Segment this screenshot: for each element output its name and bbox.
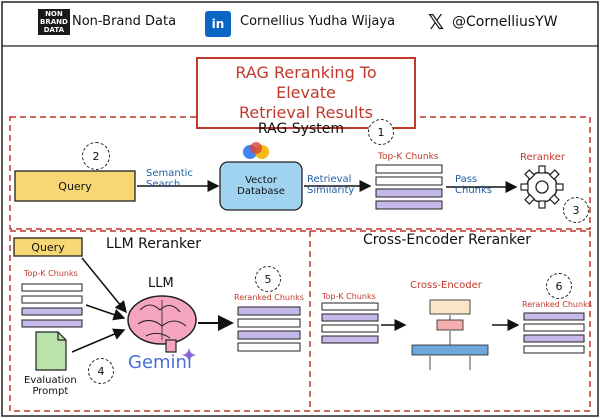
gear-icon [520,165,564,209]
llm-chunk [21,319,83,328]
arrow-prompt-to-llm [71,328,126,353]
label-line: Evaluation [24,375,77,386]
reranker-label: Reranker [520,152,565,163]
llm-query-label: Query [31,240,65,254]
ce-topk-label: Top-K Chunks [322,292,376,301]
db-logo-red [250,142,262,154]
label-line: Chunks [455,185,492,196]
ce-reranked-chunk [523,345,585,354]
llm-chunk [21,295,83,304]
llm-query-box [13,237,83,257]
title-line: Retrieval Results [239,103,373,122]
llm-chunk [21,283,83,292]
ce-bert-block [411,344,489,356]
brain-icon [127,295,197,353]
ce-chunk [321,335,379,344]
x-handle[interactable]: @CornelliusYW [452,14,558,30]
gemini-sparkle-icon [182,348,196,362]
brand-name: Non-Brand Data [72,14,177,29]
llm-reranked-chunk [237,330,301,340]
llm-label: LLM [148,276,174,291]
rag-system-title: RAG System [258,121,344,137]
ce-chunk [321,302,379,311]
step-badge: 4 [88,358,114,384]
rag-chunk [375,200,443,210]
page-title: RAG Reranking To Elevate Retrieval Resul… [196,57,416,129]
ce-chunk [321,324,379,333]
linkedin-name[interactable]: Cornellius Yudha Wijaya [240,14,396,29]
step-badge: 2 [82,142,110,170]
label-line: Search [146,179,181,190]
step-badge: 5 [255,266,281,292]
retrieval-similarity-label: Retrieval Similarity [307,174,354,196]
rag-chunk [375,176,443,186]
ce-top-block [429,299,471,315]
label-line: Pass [455,174,478,185]
llm-reranked-chunk [237,318,301,328]
rag-chunk [375,164,443,174]
label-line: Database [237,186,285,197]
llm-chunk [21,307,83,316]
vector-db-label: Vector Database [220,162,302,210]
vector-db-box [219,161,303,211]
rag-query-box [14,170,136,202]
label-line: Prompt [32,386,69,397]
document-icon [35,331,67,371]
ce-reranked-label: Reranked Chunks [522,300,592,309]
label-line: Semantic [146,168,193,179]
llm-reranked-chunk [237,306,301,316]
linkedin-icon[interactable]: in [205,11,231,37]
semantic-search-label: Semantic Search [146,168,193,190]
label-line: Retrieval [307,174,352,185]
rag-topk-label: Top-K Chunks [378,152,439,162]
lower-section [9,230,591,412]
step-badge: 6 [546,273,572,299]
brand-logo: NON BRAND DATA [38,9,70,35]
logo-line: NON [45,10,63,18]
logo-line: BRAND [40,18,68,26]
llm-reranked-label: Reranked Chunks [234,293,304,302]
ce-mid-block [436,319,464,331]
llm-reranker-title: LLM Reranker [106,236,202,252]
ce-reranked-chunk [523,334,585,343]
arrow-chunks-to-llm [85,304,126,321]
step-badge: 3 [563,197,589,223]
ce-label: Cross-Encoder [410,280,482,291]
step-badge: 1 [368,119,394,145]
title-line: RAG Reranking To Elevate [235,63,377,102]
x-icon[interactable]: 𝕏 [428,10,445,34]
logo-line: DATA [43,26,65,34]
rag-query-label: Query [58,179,92,193]
llm-topk-label: Top-K Chunks [24,269,78,278]
evaluation-prompt-label: Evaluation Prompt [24,375,77,397]
pass-chunks-label: Pass Chunks [455,174,492,196]
cross-encoder-title: Cross-Encoder Reranker [363,232,532,248]
ce-reranked-chunk [523,323,585,332]
llm-reranked-chunk [237,342,301,352]
rag-chunk [375,188,443,198]
ce-chunk [321,313,379,322]
label-line: Similarity [307,185,355,196]
label-line: Vector [245,175,277,186]
ce-reranked-chunk [523,312,585,321]
gemini-logo: Gemini [128,352,192,373]
arrow-query-to-llm [81,257,127,314]
